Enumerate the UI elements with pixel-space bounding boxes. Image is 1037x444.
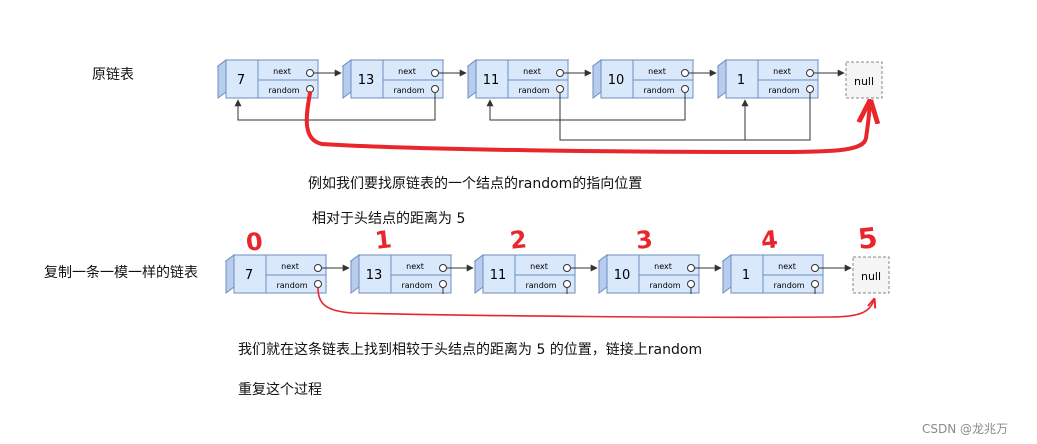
copy-node-4-random-label: random [773, 281, 804, 290]
original-node-2-next-label: next [523, 67, 541, 76]
copy-null-node: null [852, 256, 890, 294]
copy-node-1-next-label: next [406, 262, 424, 271]
original-node-0: 7 next random [216, 59, 320, 99]
copy-node-2-random-label: random [525, 281, 556, 290]
original-random-arrows [234, 93, 811, 141]
copy-node-4-next-label: next [778, 262, 796, 271]
watermark: CSDN @龙兆万 [922, 422, 1009, 436]
original-node-2-value: 11 [483, 73, 500, 88]
copy-node-0-next-label: next [281, 262, 299, 271]
copy-random-stubs [442, 288, 816, 294]
copy-node-2-value: 11 [490, 268, 507, 283]
copy-node-0-random-label: random [276, 281, 307, 290]
original-node-1-value: 13 [358, 73, 375, 88]
original-null-node: null [845, 61, 883, 99]
original-node-2-random-label: random [518, 86, 549, 95]
copy-node-1-random-label: random [401, 281, 432, 290]
original-node-2: 11 next random [466, 59, 570, 99]
example-caption: 例如我们要找原链表的一个结点的random的指向位置 [308, 176, 643, 192]
copy-node-2: 11 next random [473, 254, 577, 294]
repeat-caption: 重复这个过程 [238, 382, 322, 398]
copy-node-3-random-label: random [649, 281, 680, 290]
original-null-label: null [854, 75, 874, 88]
find-caption: 我们就在这条链表上找到相较于头结点的距离为 5 的位置，链接上random [238, 342, 703, 358]
copy-node-0: 7 next random [224, 254, 328, 294]
original-highlight-random [304, 91, 870, 155]
copy-highlight-random [317, 287, 874, 319]
original-node-4: 1 next random [716, 59, 820, 99]
copy-node-0-value: 7 [245, 268, 253, 283]
original-node-0-next-label: next [273, 67, 291, 76]
original-node-0-random-label: random [268, 86, 299, 95]
copy-node-4: 1 next random [721, 254, 825, 294]
copy-node-2-next-label: next [530, 262, 548, 271]
original-node-1-random-label: random [393, 86, 424, 95]
original-node-1: 13 next random [341, 59, 445, 99]
original-node-4-random-label: random [768, 86, 799, 95]
original-node-3: 10 next random [591, 59, 695, 99]
copy-node-1-value: 13 [366, 268, 383, 283]
original-node-3-next-label: next [648, 67, 666, 76]
copy-node-3-value: 10 [614, 268, 631, 283]
original-node-4-next-label: next [773, 67, 791, 76]
distance-caption: 相对于头结点的距离为 5 [312, 211, 466, 227]
original-node-0-value: 7 [237, 73, 245, 88]
original-node-1-next-label: next [398, 67, 416, 76]
copy-node-3-next-label: next [654, 262, 672, 271]
original-node-3-random-label: random [643, 86, 674, 95]
original-node-4-value: 1 [737, 73, 745, 88]
original-list-label: 原链表 [92, 67, 134, 83]
copy-list-label: 复制一条一模一样的链表 [44, 265, 198, 281]
copy-node-4-value: 1 [742, 268, 750, 283]
copy-node-1: 13 next random [349, 254, 453, 294]
copy-null-label: null [861, 270, 881, 283]
original-node-3-value: 10 [608, 73, 625, 88]
copy-node-3: 10 next random [597, 254, 701, 294]
